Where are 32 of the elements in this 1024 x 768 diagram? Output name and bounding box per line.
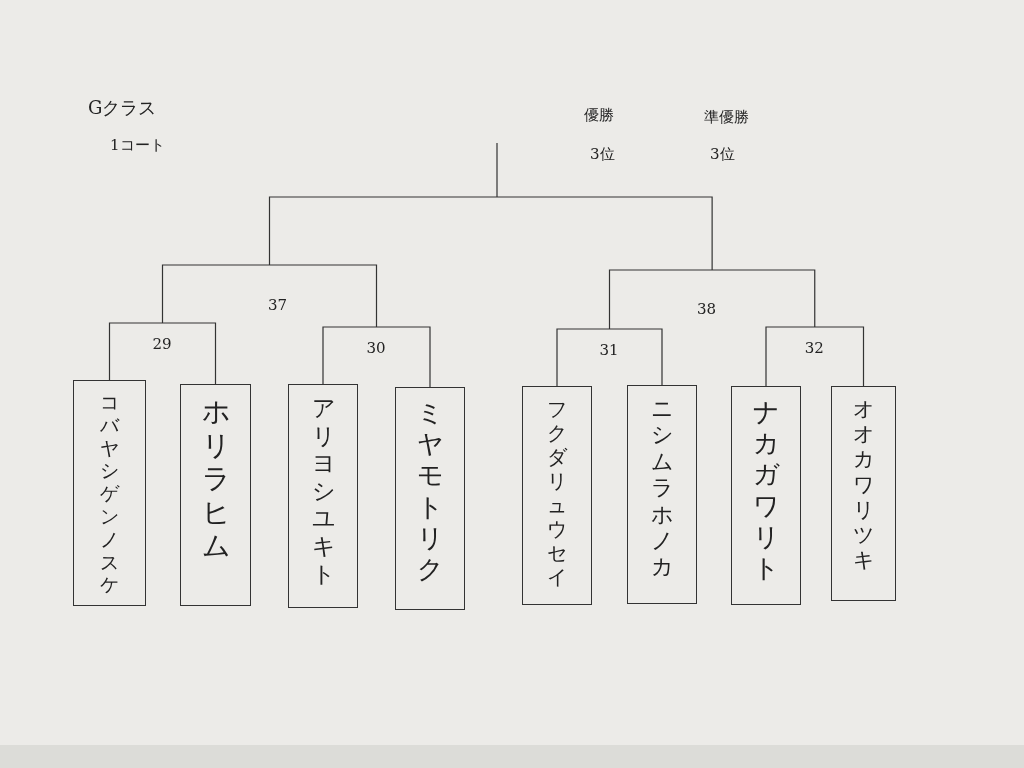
player-name-box bbox=[288, 384, 358, 608]
place-label: 3位 bbox=[590, 145, 615, 164]
player-name-box bbox=[627, 385, 697, 604]
player-name-box bbox=[522, 386, 592, 605]
match-number: 37 bbox=[268, 296, 288, 314]
match-number: 31 bbox=[599, 341, 619, 359]
player-name-box bbox=[73, 380, 146, 606]
award-heading: 優勝 bbox=[584, 106, 614, 125]
match-number: 29 bbox=[152, 335, 172, 353]
class-title: Gクラス bbox=[88, 96, 157, 120]
bracket-line bbox=[556, 328, 663, 387]
match-number: 32 bbox=[804, 339, 824, 357]
bracket-line bbox=[108, 322, 217, 385]
bracket-line bbox=[765, 326, 865, 387]
player-name: コバヤシゲンノスケ bbox=[100, 391, 119, 597]
player-name: オオカワリツキ bbox=[853, 397, 874, 574]
player-name: ホリラヒム bbox=[201, 395, 230, 563]
match-number: 38 bbox=[697, 300, 717, 318]
place-label: 3位 bbox=[710, 145, 735, 164]
player-name-box bbox=[180, 384, 251, 606]
player-name: ニシムラホノカ bbox=[651, 396, 673, 581]
player-name-box bbox=[731, 386, 801, 605]
bracket-line bbox=[322, 326, 431, 388]
court-label: 1コート bbox=[110, 136, 165, 155]
player-name: フクダリュウセイ bbox=[547, 397, 567, 589]
player-name-box bbox=[831, 386, 896, 601]
player-name: ナカガワリト bbox=[753, 397, 779, 585]
match-number: 30 bbox=[366, 339, 386, 357]
player-name: アリヨシユキト bbox=[311, 395, 335, 589]
award-heading: 準優勝 bbox=[704, 108, 749, 127]
player-name: ミヤモトリク bbox=[417, 398, 443, 586]
player-name-box bbox=[395, 387, 465, 610]
